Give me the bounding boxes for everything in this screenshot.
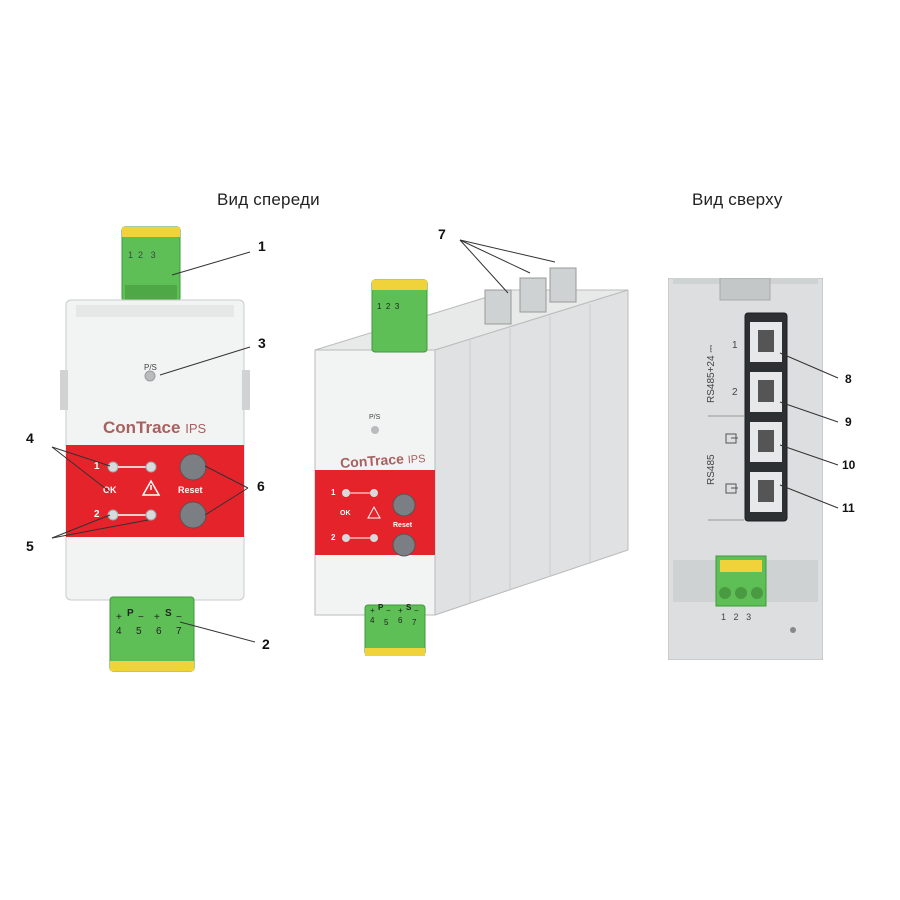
callout-6: 6	[257, 478, 265, 494]
bottom-plus-2: +	[154, 612, 160, 623]
iso-ok-label: OK	[340, 510, 351, 517]
top-pin-3: 3	[150, 250, 156, 260]
callout-8: 8	[845, 372, 852, 386]
iso-bottom-pin-7: 7	[412, 618, 417, 627]
port-number-1: 1	[732, 340, 738, 351]
top-device-body	[667, 277, 824, 661]
bottom-plus-1: +	[116, 612, 122, 623]
top-pin-2: 2	[138, 250, 144, 260]
top-view-pin-1: 1	[721, 612, 727, 622]
iso-bottom-minus-2: −	[414, 606, 419, 615]
callout-2: 2	[262, 636, 270, 652]
ps-label: P/S	[144, 363, 157, 372]
bottom-pin-6: 6	[156, 626, 162, 637]
heading-top-view: Вид сверху	[692, 190, 783, 209]
isometric-device-body	[314, 267, 629, 656]
callout-1: 1	[258, 238, 266, 254]
brand-name: ConTrace	[103, 418, 181, 437]
iso-reset-label: Reset	[393, 522, 413, 529]
isometric-device	[310, 250, 640, 660]
group-p: P	[127, 608, 134, 619]
bottom-pin-4: 4	[116, 626, 122, 637]
bottom-pin-5: 5	[136, 626, 142, 637]
iso-bottom-pin-6: 6	[398, 616, 403, 625]
callout-3: 3	[258, 335, 266, 351]
callout-5: 5	[26, 538, 34, 554]
model-name: IPS	[185, 421, 207, 436]
iso-led-row-2-label: 2	[331, 533, 336, 542]
heading-front-view: Вид спереди	[217, 190, 320, 209]
callout-4: 4	[26, 430, 34, 446]
iso-ps-label: P/S	[369, 414, 381, 421]
top-view-device	[667, 277, 824, 661]
iso-led-row-1-label: 1	[331, 488, 336, 497]
top-view-pin-2: 2	[733, 612, 739, 622]
iso-bottom-pin-4: 4	[370, 616, 375, 625]
led-row-1-label: 1	[94, 461, 100, 472]
iso-group-s: S	[406, 603, 412, 612]
bottom-minus-2: −	[176, 612, 182, 623]
led-row-2-label: 2	[94, 509, 100, 520]
top-pin-1: 1	[128, 250, 134, 260]
iso-top-pin-3: 3	[394, 302, 400, 311]
iso-top-pin-2: 2	[385, 302, 391, 311]
iso-group-p: P	[378, 603, 384, 612]
iso-top-pin-1: 1	[377, 302, 382, 311]
reset-label: Reset	[178, 485, 203, 495]
ok-label: OK	[103, 485, 117, 495]
port-number-2: 2	[732, 387, 738, 398]
front-device-body	[60, 226, 250, 672]
bottom-pin-7: 7	[176, 626, 182, 637]
callout-7: 7	[438, 226, 446, 242]
iso-bottom-minus-1: −	[386, 606, 391, 615]
callout-10: 10	[842, 458, 856, 472]
front-view-device	[60, 225, 250, 675]
bottom-minus-1: −	[138, 612, 144, 623]
iso-bottom-plus-2: +	[398, 606, 403, 615]
group-s: S	[165, 608, 172, 619]
top-view-pin-3: 3	[746, 612, 752, 622]
iso-bottom-plus-1: +	[370, 606, 375, 615]
callout-11: 11	[842, 501, 855, 515]
callout-9: 9	[845, 415, 852, 429]
iso-bottom-pin-5: 5	[384, 618, 389, 627]
